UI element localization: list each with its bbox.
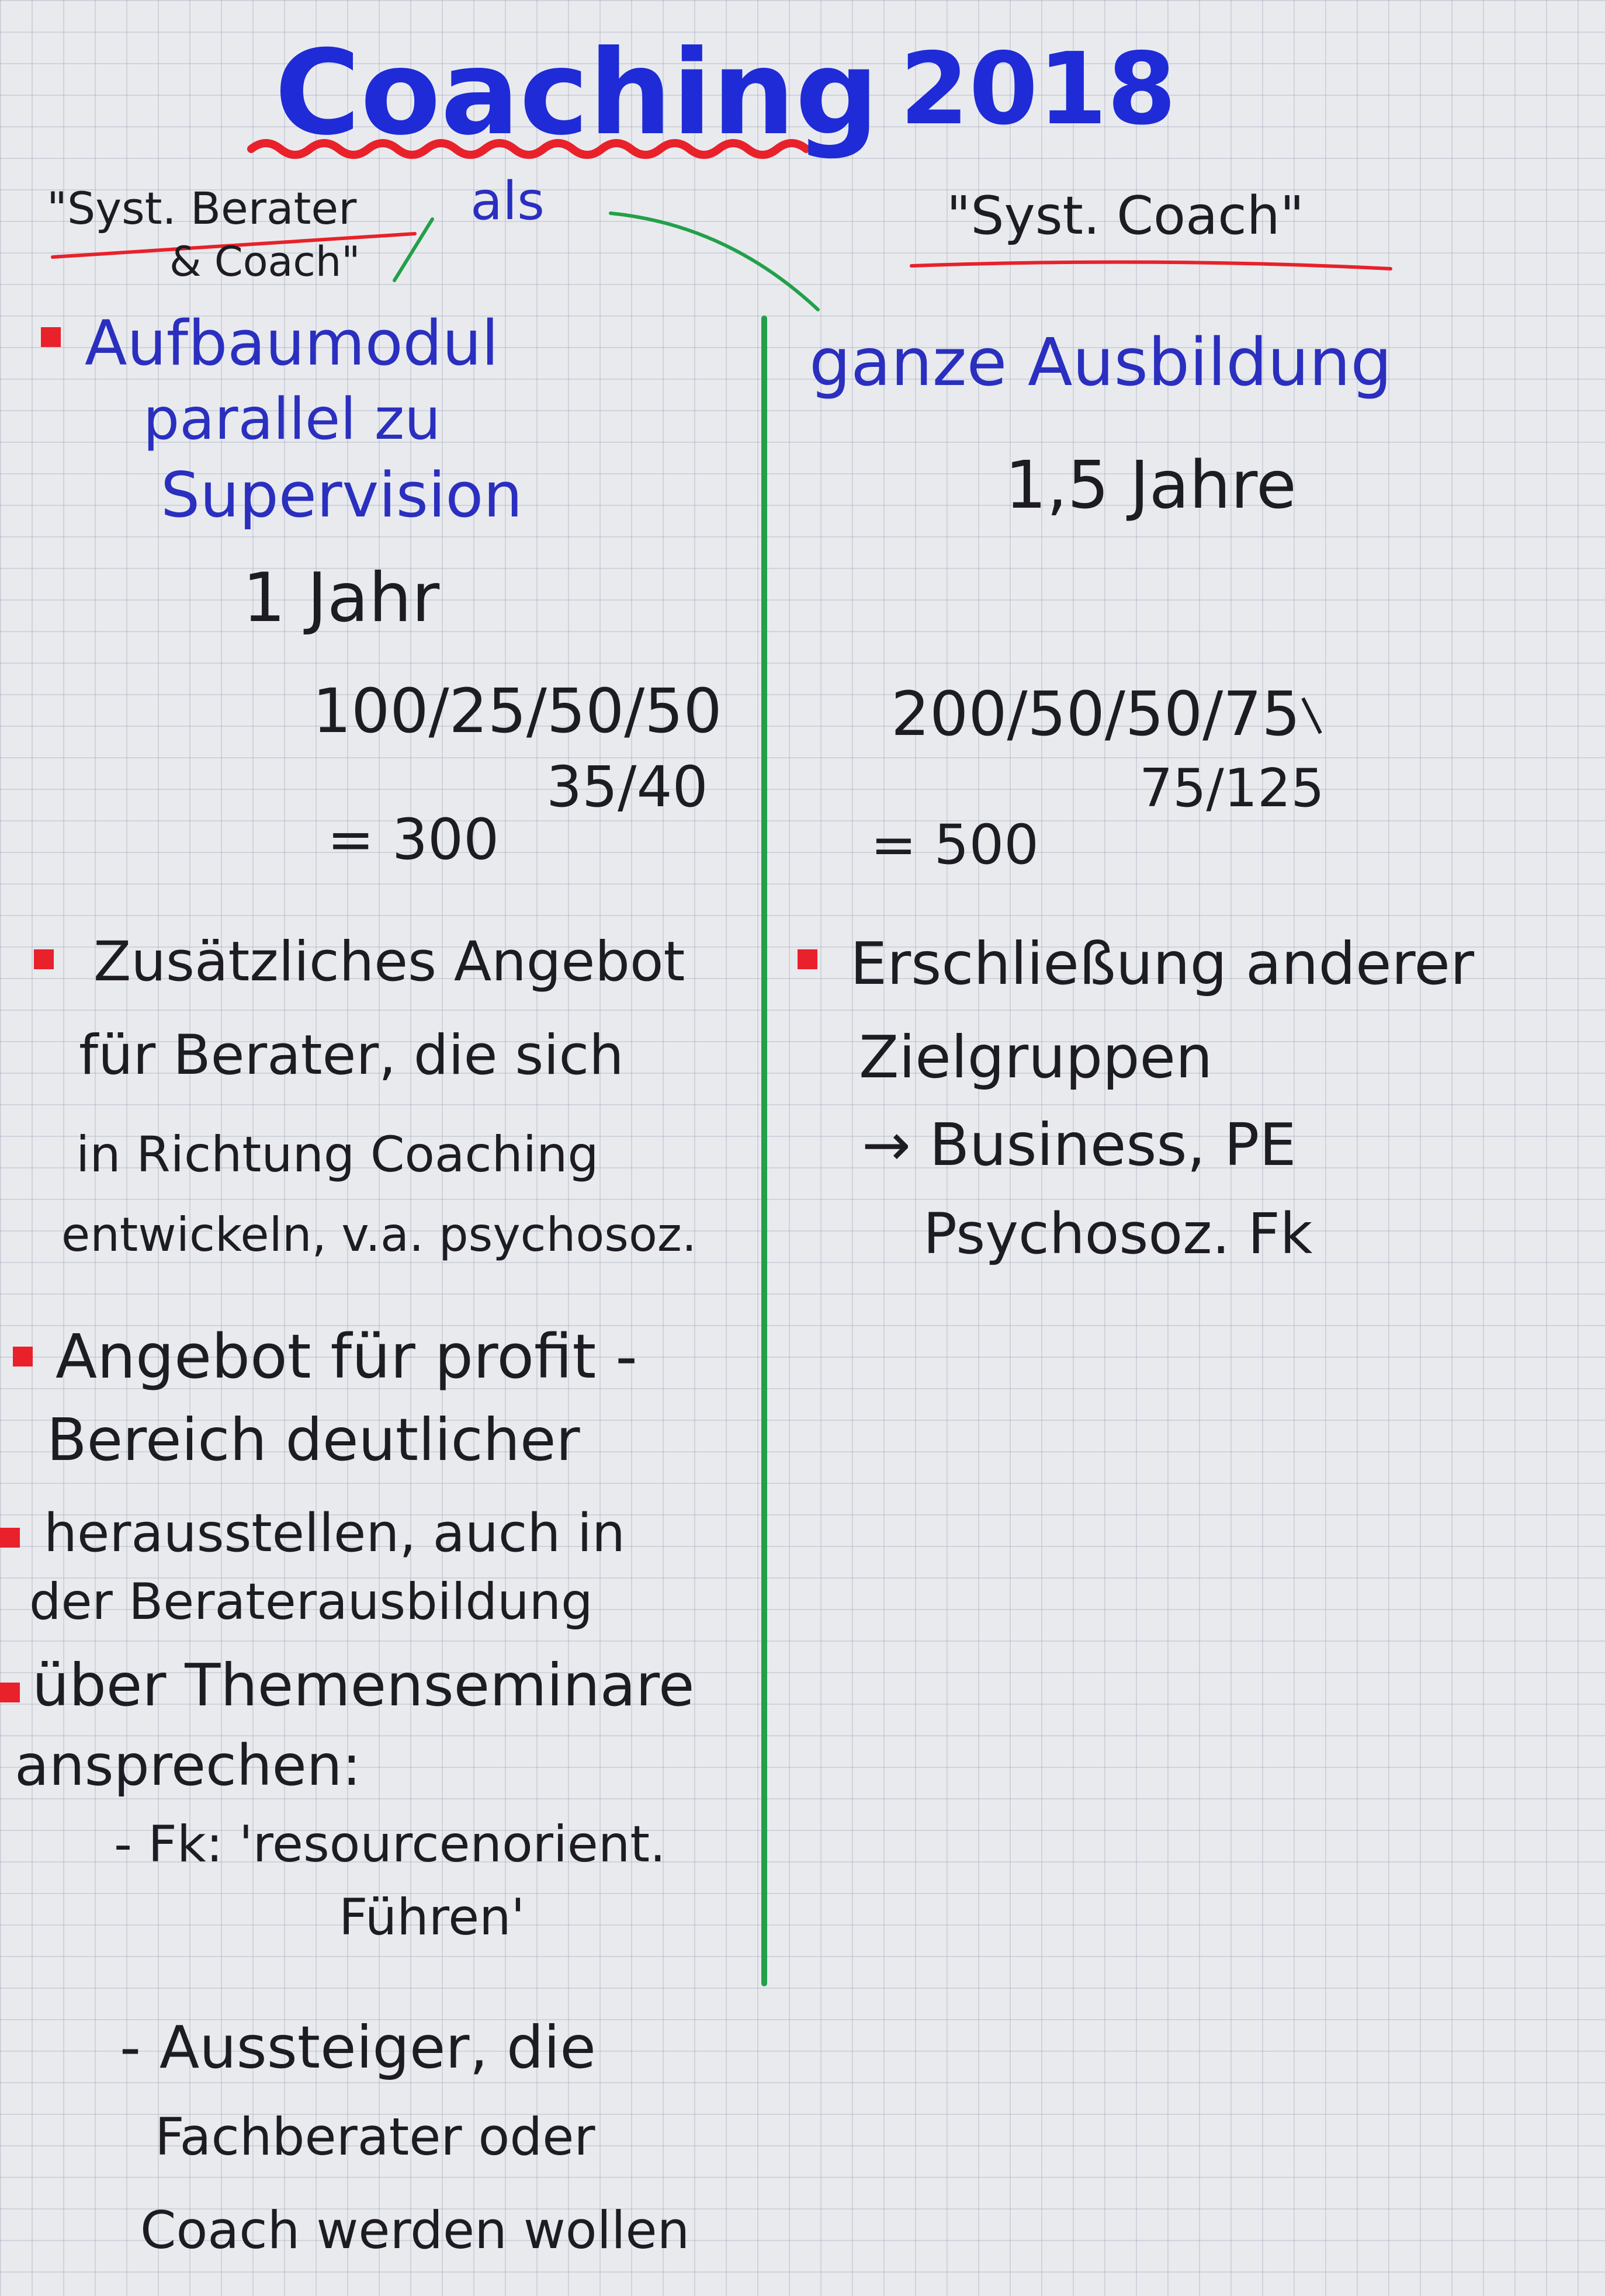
left-highlight-line2: der Beraterausbildung (29, 1573, 593, 1631)
left-module-line1: Aufbaumodul (85, 307, 499, 379)
left-offer-line3: in Richtung Coaching (76, 1126, 599, 1183)
left-dropouts-line3: Coach werden wollen (140, 2200, 690, 2260)
right-label: "Syst. Coach" (947, 185, 1305, 247)
bullet-marker (13, 1347, 33, 1366)
bullet-marker (0, 1683, 20, 1702)
left-highlight-line1: herausstellen, auch in (44, 1503, 626, 1564)
right-targets-line1: → Business, PE (862, 1111, 1297, 1179)
left-dropouts-line2: Fachberater oder (155, 2107, 595, 2167)
left-seminars-line1: über Themenseminare (32, 1651, 695, 1719)
left-profit-line1: Angebot für profit - (56, 1321, 637, 1392)
right-hours-main: 200/50/50/75 (891, 678, 1301, 750)
right-hours-sub: 75/125 (1139, 758, 1325, 819)
left-label-red-underline (51, 232, 417, 259)
right-bullet-line2: Zielgruppen (859, 1023, 1213, 1091)
struck-digit (1301, 697, 1322, 734)
left-total: = 300 (327, 807, 500, 872)
left-offer-line1: Zusätzliches Angebot (93, 930, 685, 994)
left-duration: 1 Jahr (242, 559, 440, 637)
right-heading: ganze Ausbildung (809, 325, 1392, 401)
left-hours-main: 100/25/50/50 (313, 675, 722, 747)
left-offer-line2: für Berater, die sich (79, 1024, 624, 1087)
right-targets-line2: Psychosoz. Fk (923, 1201, 1313, 1267)
connector-green-right (609, 211, 820, 311)
left-seminars-line2: ansprechen: (15, 1733, 361, 1798)
connector-green-left (393, 217, 434, 282)
left-label-line2: & Coach" (169, 238, 360, 286)
left-fk-line2: Führen' (339, 1888, 525, 1947)
left-dropouts-line1: - Aussteiger, die (120, 2013, 596, 2082)
right-total: = 500 (871, 813, 1039, 877)
right-label-red-underline (910, 260, 1392, 270)
bullet-marker (34, 949, 54, 969)
left-profit-line2: Bereich deutlicher (47, 1406, 580, 1474)
right-duration: 1,5 Jahre (1005, 448, 1297, 523)
left-hours-sub: 35/40 (546, 754, 708, 820)
left-fk-line1: - Fk: 'resourcenorient. (114, 1815, 666, 1874)
title-year: 2018 (900, 32, 1177, 147)
title-word: Coaching (275, 25, 879, 161)
connector-word: als (470, 171, 545, 232)
left-module-line3: Supervision (161, 459, 523, 531)
right-bullet-line1: Erschließung anderer (850, 930, 1475, 998)
left-offer-line4: entwickeln, v.a. psychosoz. (61, 1208, 697, 1262)
bullet-marker (798, 949, 817, 969)
left-label-line1: "Syst. Berater (47, 182, 357, 234)
column-divider (761, 315, 767, 1986)
bullet-marker (41, 327, 61, 347)
title-red-wavy-underline (247, 139, 810, 159)
left-module-line2: parallel zu (143, 386, 441, 453)
bullet-marker (0, 1528, 20, 1548)
